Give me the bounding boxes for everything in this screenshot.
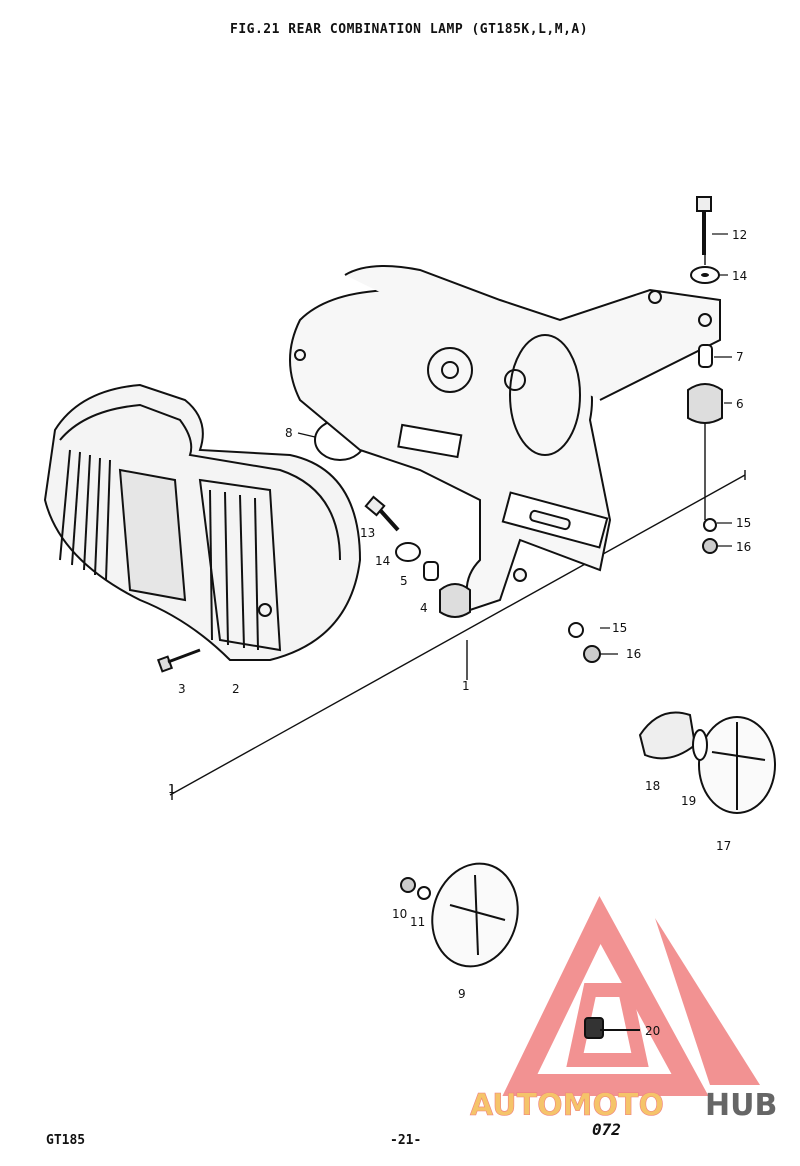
part-label-15-lower: 15 xyxy=(612,621,627,635)
reflector-holder xyxy=(638,711,697,760)
part-label-6: 6 xyxy=(736,397,744,411)
part-label-12: 12 xyxy=(732,228,747,242)
leader-lines xyxy=(297,233,732,655)
part-label-15: 15 xyxy=(736,516,751,530)
wire-clip xyxy=(584,1017,640,1039)
nut-right xyxy=(702,538,718,554)
part-label-14: 14 xyxy=(732,269,747,283)
lower-bolt xyxy=(364,495,400,532)
reflector-washer xyxy=(692,729,708,761)
nut-left xyxy=(583,645,601,663)
part-label-16-lower: 16 xyxy=(626,647,641,661)
watermark-text-1: AUTOMOTO xyxy=(470,1088,664,1123)
reflector-round-lower xyxy=(431,862,519,968)
part-label-18: 18 xyxy=(645,779,660,793)
part-label-2: 2 xyxy=(232,682,240,696)
part-label-4: 4 xyxy=(420,601,428,615)
lamp-screw xyxy=(156,648,201,673)
spring-washer-right xyxy=(703,518,717,532)
part-label-13: 13 xyxy=(360,526,375,540)
collar-lower xyxy=(423,561,439,581)
reflector-nut xyxy=(400,877,416,893)
tail-lamp-housing xyxy=(43,383,362,661)
watermark-logo xyxy=(502,895,760,1096)
part-label-5: 5 xyxy=(400,574,408,588)
part-label-17: 17 xyxy=(716,839,731,853)
part-label-20: 20 xyxy=(645,1024,660,1038)
spring-washer-left xyxy=(568,622,584,638)
model-code: GT185 xyxy=(46,1133,86,1148)
part-label-9: 9 xyxy=(458,987,466,1001)
part-label-7: 7 xyxy=(736,350,744,364)
part-label-1-base: 1 xyxy=(168,782,176,796)
part-label-14-lower: 14 xyxy=(375,554,390,568)
washer-lower xyxy=(395,542,421,562)
part-label-3: 3 xyxy=(178,682,186,696)
diagram-code: 072 xyxy=(592,1120,621,1139)
figure-title: FIG.21 REAR COMBINATION LAMP (GT185K,L,M… xyxy=(230,22,589,37)
reflector-round-right xyxy=(698,716,776,814)
upper-bolt xyxy=(696,196,712,255)
part-label-8: 8 xyxy=(285,426,293,440)
part-label-11: 11 xyxy=(410,915,425,929)
part-label-10: 10 xyxy=(392,907,407,921)
lamp-bracket xyxy=(289,265,721,612)
collar xyxy=(698,344,713,368)
part-label-19: 19 xyxy=(681,794,696,808)
watermark-text-2: HUB xyxy=(705,1088,777,1123)
reflector-washer-small xyxy=(417,886,431,900)
part-labels: 12 14 7 6 15 16 8 13 14 5 4 15 16 1 1 3 … xyxy=(168,228,751,1038)
rubber-bushing xyxy=(687,383,723,424)
part-label-1: 1 xyxy=(462,679,470,693)
rubber-cushion xyxy=(439,583,471,618)
page-number: -21- xyxy=(390,1133,422,1148)
part-label-16: 16 xyxy=(736,540,751,554)
